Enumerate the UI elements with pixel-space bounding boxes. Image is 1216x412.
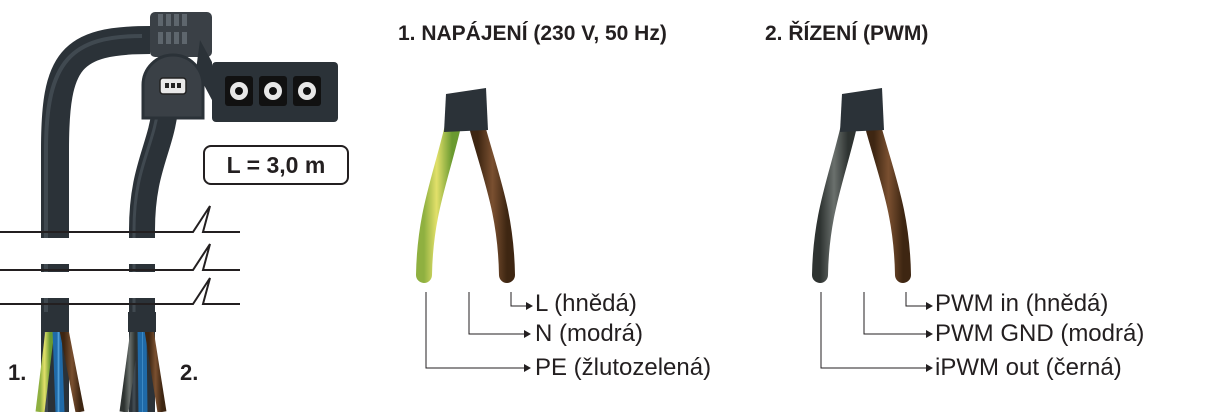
wire-label-n: N (modrá) (535, 320, 644, 347)
cable-number-2: 2. (180, 360, 199, 385)
section-heading-control: 2. ŘÍZENÍ (PWM) (765, 22, 929, 45)
power-wires (416, 88, 533, 372)
section-heading-power: 1. NAPÁJENÍ (230 V, 50 Hz) (398, 22, 667, 45)
wire-label-ipwm-out: iPWM out (černá) (935, 354, 1122, 381)
wire-label-l: L (hnědá) (535, 290, 637, 317)
power-cable (41, 26, 151, 412)
wire-label-pwm-in: PWM in (hnědá) (935, 290, 1109, 317)
cable-number-1: 1. (8, 360, 27, 385)
control-cable (129, 108, 178, 412)
cable-length-label: L = 3,0 m (203, 145, 349, 185)
control-wires (812, 88, 933, 372)
wire-label-pe: PE (žlutozelená) (535, 354, 712, 381)
wire-label-pwm-gnd: PWM GND (modrá) (935, 320, 1145, 347)
cable-assembly (0, 12, 338, 412)
connector-body (150, 12, 212, 57)
